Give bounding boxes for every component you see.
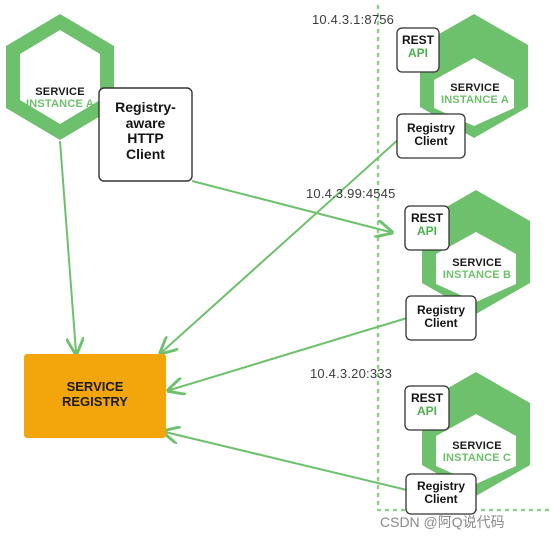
- instance-c-title: SERVICE: [452, 440, 502, 452]
- instance-a-hex-label: SERVICE INSTANCE A: [438, 82, 512, 107]
- instance-b-rest-api-box: [404, 205, 450, 251]
- instance-b-hexagon-inner: [436, 232, 516, 302]
- instance-a-title: SERVICE: [450, 82, 500, 94]
- instance-b-subtitle: INSTANCE B: [442, 269, 512, 282]
- service-registry-box: [24, 354, 166, 438]
- instance-c-subtitle: INSTANCE C: [442, 452, 512, 465]
- instance-a-rest: REST: [401, 33, 434, 47]
- service-registry-label: SERVICE REGISTRY: [24, 379, 166, 409]
- instance-c-hexagon-inner: [436, 414, 516, 484]
- instance-a-rest-api-label: REST API: [397, 33, 439, 61]
- instance-b-registry-client-label: Registry Client: [406, 303, 476, 331]
- client-line-2: aware: [125, 114, 166, 131]
- instance-c-hex-label: SERVICE INSTANCE C: [440, 440, 514, 465]
- instance-b-title: SERVICE: [452, 257, 502, 269]
- client-line-3: HTTP: [127, 130, 164, 147]
- instance-c-rest-api-box: [404, 385, 450, 431]
- watermark: CSDN @阿Q说代码: [380, 514, 505, 530]
- instance-b-hex-label: SERVICE INSTANCE B: [440, 257, 514, 282]
- instance-c-ip: 10.4.3.20:333: [310, 366, 393, 381]
- instance-b-reg1: Registry: [416, 303, 466, 317]
- instance-b-reg2: Client: [424, 316, 458, 331]
- instance-a-ip: 10.4.3.1:8756: [312, 12, 395, 27]
- service-a-title: SERVICE: [35, 86, 85, 98]
- client-box-label: Registry- aware HTTP Client: [99, 99, 192, 163]
- registry-line-1: SERVICE: [66, 379, 124, 394]
- instance-c-registry-client-box: [405, 473, 477, 515]
- instance-c-registry-client-label: Registry Client: [406, 479, 476, 507]
- instance-a-registry-client-label: Registry Client: [397, 121, 465, 149]
- service-a-label: SERVICE INSTANCE A: [20, 86, 100, 111]
- instance-c-rest: REST: [410, 391, 443, 405]
- instance-b-rest-api-label: REST API: [405, 211, 449, 239]
- arrow-instance-b-client-to-registry: [170, 317, 408, 390]
- instance-b-ip: 10.4.3.99:4545: [306, 186, 396, 201]
- instance-c-api: API: [416, 404, 437, 419]
- service-a-hexagon-inner: [20, 30, 100, 124]
- registry-line-2: REGISTRY: [62, 393, 128, 409]
- instance-a-reg2: Client: [414, 134, 448, 149]
- instance-a-rest-api-box: [396, 27, 440, 73]
- instance-b-registry-client-box: [405, 295, 477, 341]
- instance-b-api: API: [416, 224, 437, 239]
- instance-a-registry-client-box: [396, 113, 466, 159]
- instance-a-subtitle: INSTANCE A: [441, 94, 509, 107]
- arrow-instance-c-client-to-registry: [165, 432, 408, 491]
- arrow-service-a-to-registry: [59, 140, 76, 352]
- client-box: [98, 87, 193, 182]
- service-a-subtitle: INSTANCE A: [26, 98, 94, 111]
- instance-a-api: API: [407, 46, 428, 61]
- instance-a-reg1: Registry: [406, 121, 456, 135]
- instance-c-reg1: Registry: [416, 479, 466, 493]
- arrow-instance-a-client-to-registry: [162, 137, 401, 352]
- instance-b-rest: REST: [410, 211, 443, 225]
- arrow-client-to-instance-b: [191, 180, 390, 232]
- instance-c-rest-api-label: REST API: [405, 391, 449, 419]
- instance-c-reg2: Client: [424, 492, 458, 507]
- instance-a-hexagon-inner: [434, 58, 514, 126]
- client-line-1: Registry-: [115, 99, 176, 115]
- client-line-4: Client: [126, 146, 165, 163]
